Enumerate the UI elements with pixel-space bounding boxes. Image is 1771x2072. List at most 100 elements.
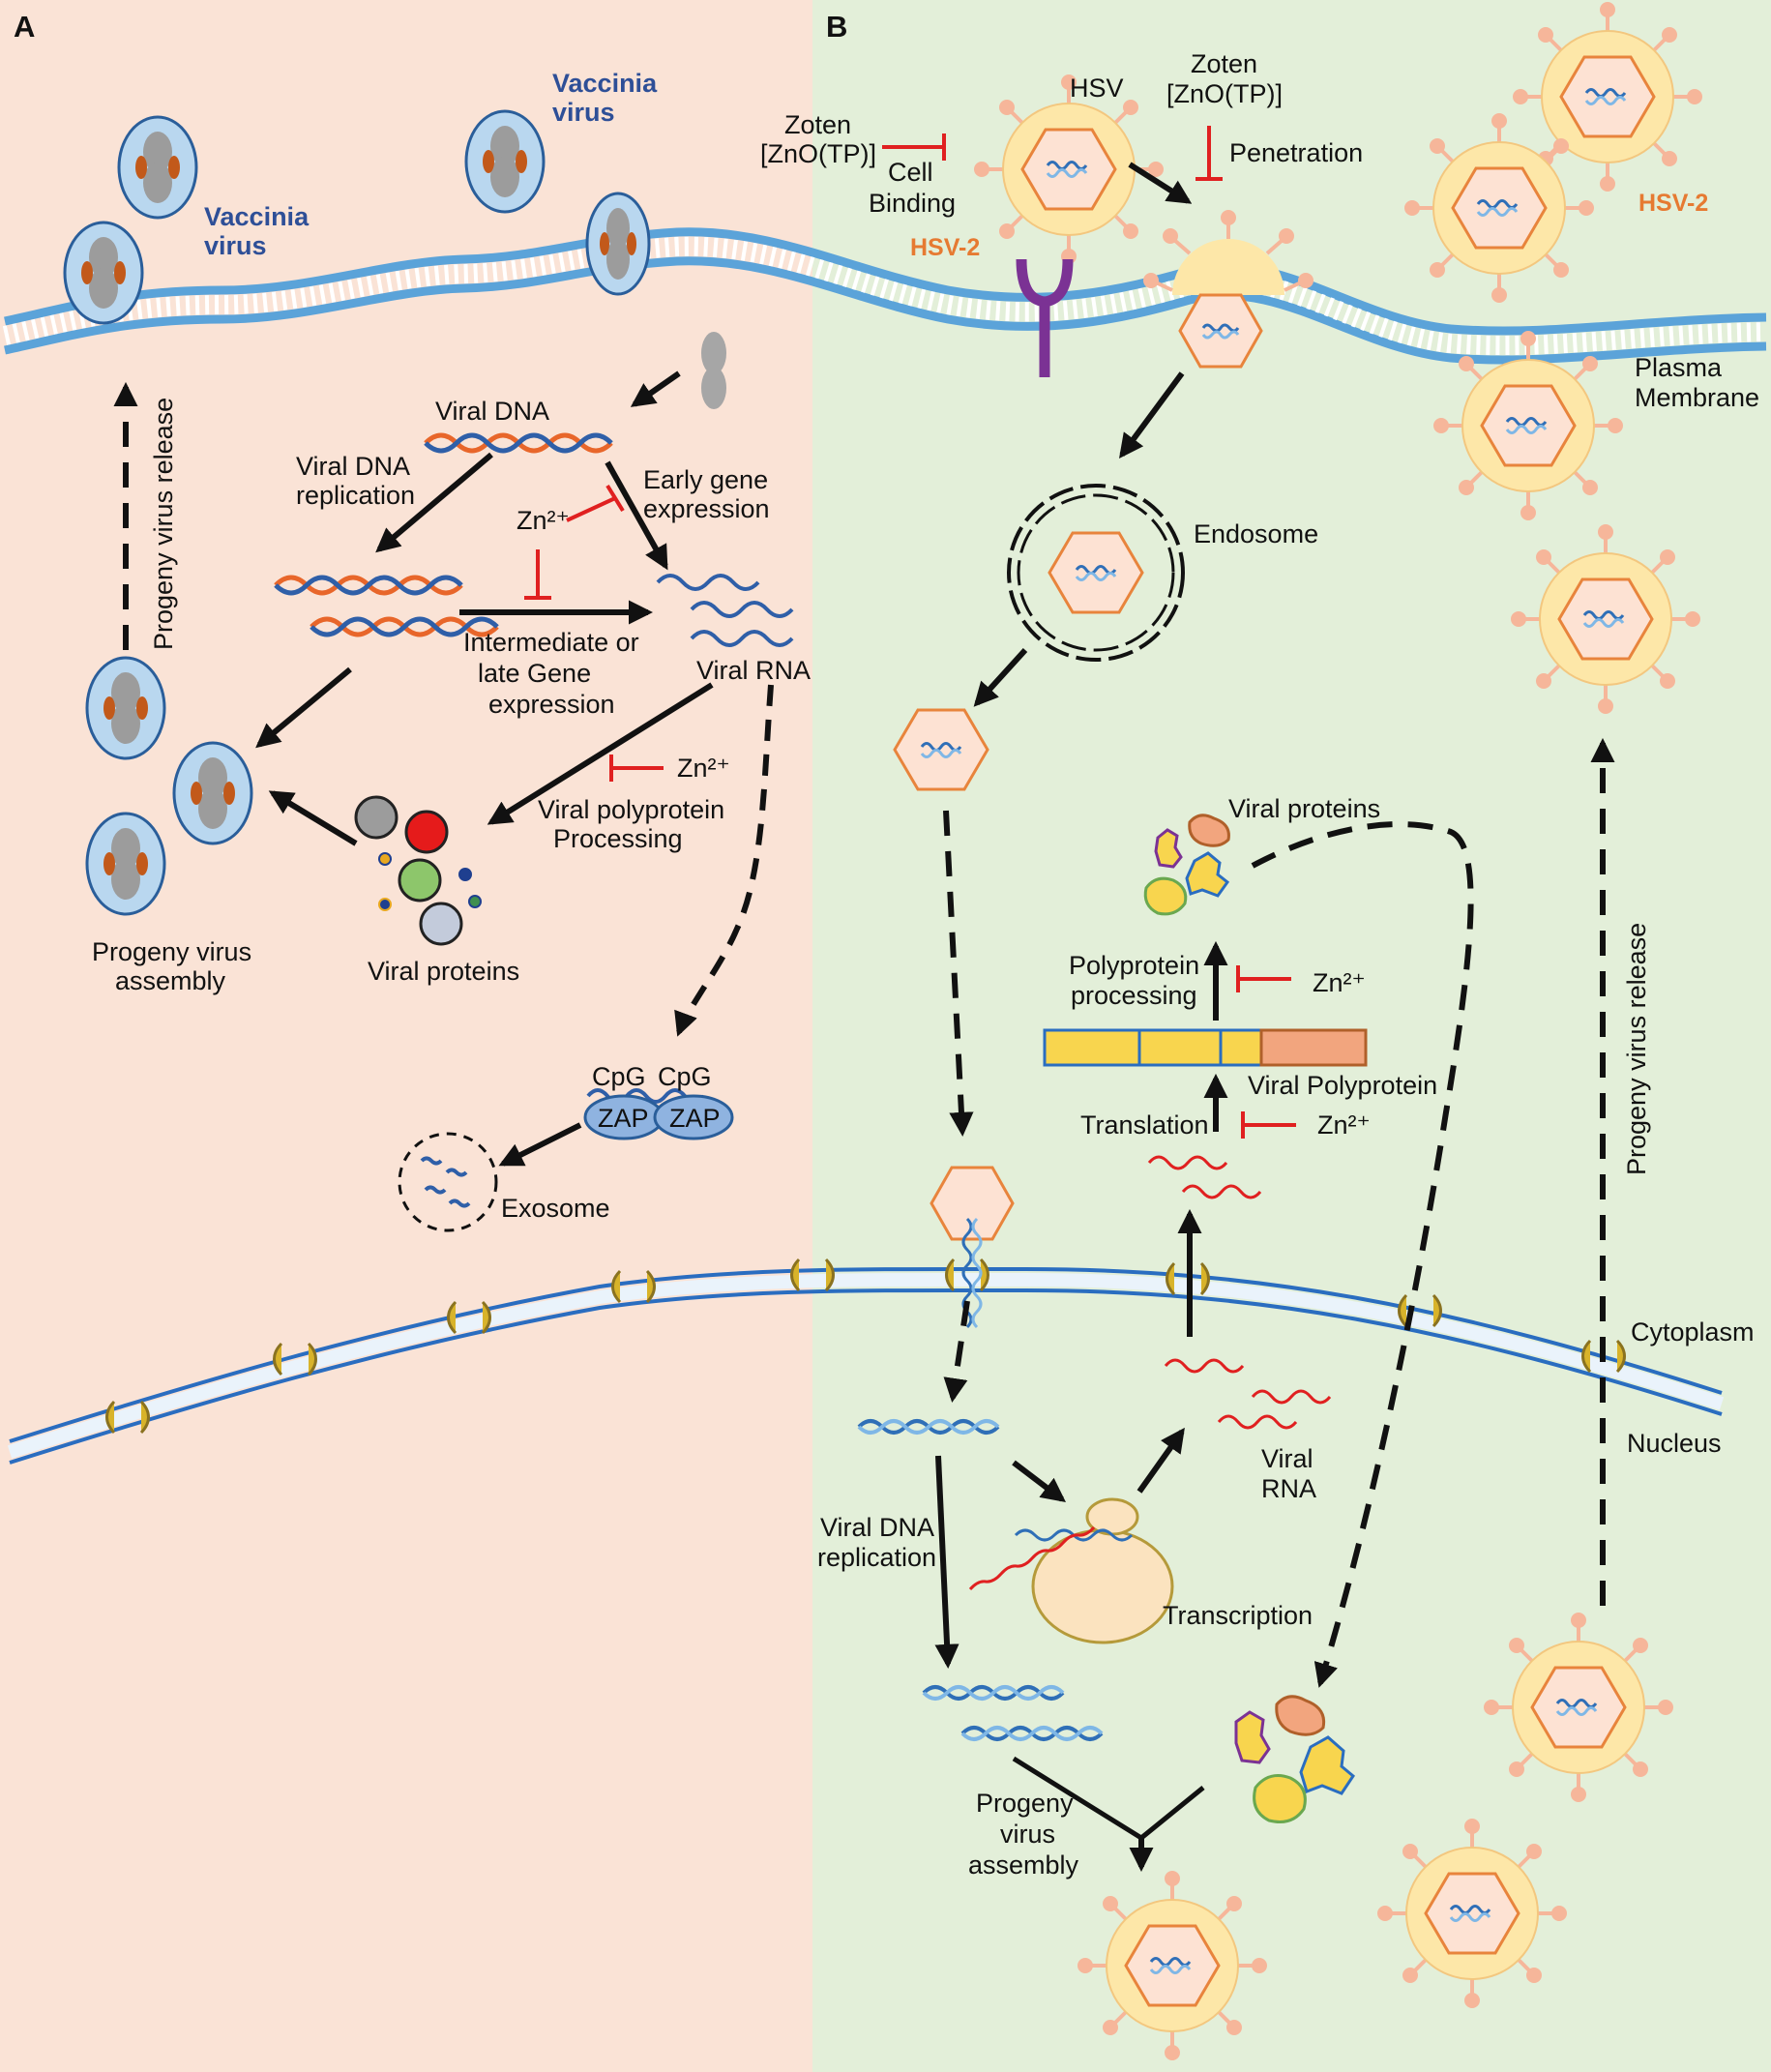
hsv-virion-icon bbox=[1377, 1819, 1567, 2008]
polyprotein-segment bbox=[1137, 1028, 1223, 1067]
capsid-icon bbox=[1048, 531, 1144, 614]
plasma-membrane bbox=[2, 227, 1767, 365]
viral-dna-replication-label-1: Viral DNA bbox=[296, 452, 410, 481]
hsv-virion-icon bbox=[1433, 331, 1623, 520]
cpg-label-2: CpG bbox=[658, 1062, 712, 1091]
viral-dna-replication-label-1: Viral DNA bbox=[820, 1513, 934, 1542]
viral-rna-strand bbox=[690, 601, 794, 618]
intermediate-label-1: Intermediate or bbox=[463, 628, 639, 657]
viral-protein-purple bbox=[1154, 828, 1183, 869]
ribosome-icon bbox=[1031, 1528, 1174, 1644]
arrow-hsv-to-membrane bbox=[1128, 162, 1193, 204]
hsv-virion-icon bbox=[1077, 1871, 1267, 2060]
panel-a-inhibitors bbox=[524, 484, 664, 782]
viral-rna-strand bbox=[1164, 1358, 1245, 1374]
arrow-transcription-to-rna bbox=[1136, 1427, 1185, 1494]
membrane-outer-leaflet bbox=[4, 227, 1767, 336]
viral-proteins-bottom bbox=[1234, 1695, 1355, 1823]
cpg-label-1: CpG bbox=[592, 1062, 646, 1091]
arrow-dna-to-assembly bbox=[255, 666, 352, 749]
panel-a-viral-rna bbox=[656, 574, 794, 647]
transcription-complex bbox=[968, 1497, 1174, 1644]
viral-dna-replication-label-2: replication bbox=[817, 1543, 936, 1572]
vaccinia-virion-icon bbox=[85, 812, 166, 916]
inhibition-bar-icon bbox=[882, 133, 946, 161]
progeny-assembly-label-2: assembly bbox=[115, 966, 226, 995]
translation-rna-strand bbox=[1181, 1184, 1262, 1199]
protein-small bbox=[468, 895, 482, 908]
arrow-rna-to-proteins bbox=[487, 682, 714, 825]
viral-rna-label-1: Viral bbox=[1261, 1444, 1313, 1473]
replicated-dna-helix-strand bbox=[960, 1726, 1104, 1741]
nuclear-pore-icon bbox=[611, 1269, 656, 1304]
viral-protein-blue bbox=[1185, 851, 1230, 898]
progeny-assembly-label-3: assembly bbox=[968, 1850, 1079, 1880]
capsid-icon bbox=[930, 1166, 1015, 1241]
arrow-dna-replication bbox=[934, 1455, 959, 1670]
inhibition-bar-icon bbox=[1241, 1111, 1296, 1139]
panel-a-arrows bbox=[113, 370, 774, 1167]
nuclear-pore-icon bbox=[1581, 1339, 1626, 1374]
zn-translation-label: Zn²⁺ bbox=[1317, 1110, 1371, 1140]
progeny-assembly-label-1: Progeny virus bbox=[92, 937, 251, 966]
inhibition-bar-icon bbox=[609, 755, 664, 782]
protein-small bbox=[378, 898, 392, 911]
nuclear-pore-icon bbox=[1398, 1293, 1442, 1328]
arrow-rna-to-zap bbox=[674, 684, 774, 1037]
arrow-early-gene bbox=[605, 460, 668, 571]
membrane-inner-leaflet bbox=[4, 256, 1767, 365]
progeny-assembly-label-2: virus bbox=[1000, 1820, 1055, 1849]
penetration-label: Penetration bbox=[1229, 138, 1363, 167]
hsv-label: HSV bbox=[1070, 74, 1124, 103]
arrow-proteins-to-assembly bbox=[268, 790, 358, 846]
intermediate-label-3: expression bbox=[488, 690, 615, 719]
arrow-capsid-to-pore bbox=[943, 810, 974, 1138]
inhibition-bar-icon bbox=[1195, 126, 1223, 181]
viral-rna-label-2: RNA bbox=[1261, 1474, 1316, 1503]
inhibition-bar-icon bbox=[524, 549, 551, 600]
nuclear-envelope-inner bbox=[9, 1288, 1723, 1465]
polyprotein-processing-label-2: processing bbox=[1071, 981, 1197, 1010]
arrow-proteins-to-assembly bbox=[1251, 821, 1474, 1688]
fusing-virion bbox=[1143, 210, 1313, 369]
hsv-virion-icon bbox=[974, 74, 1164, 264]
panel-b-letter: B bbox=[826, 10, 847, 44]
vaccinia-virions bbox=[63, 109, 651, 916]
panel-a-viral-proteins bbox=[354, 795, 482, 946]
viral-protein-blue bbox=[1299, 1735, 1355, 1795]
zap-complex bbox=[583, 1088, 734, 1140]
viral-dna-label: Viral DNA bbox=[435, 397, 549, 426]
panel-b-viral-rna bbox=[1147, 1155, 1332, 1430]
polyprotein-label-1: Viral polyprotein bbox=[538, 795, 724, 824]
nuclear-pore-icon bbox=[105, 1400, 150, 1435]
plasma-membrane-label-1: Plasma bbox=[1635, 353, 1723, 382]
arrow-membrane-to-endosome bbox=[1119, 371, 1185, 459]
protein-light bbox=[419, 902, 463, 946]
endosome-outer bbox=[1007, 484, 1185, 662]
nuclear-pore-icon bbox=[1166, 1261, 1210, 1296]
vaccinia-virion-icon bbox=[85, 656, 166, 760]
viral-rna-strand bbox=[656, 574, 760, 591]
endosome-label: Endosome bbox=[1194, 519, 1318, 548]
nuclear-envelope-lumen bbox=[7, 1272, 1725, 1459]
nuclear-envelope bbox=[7, 1266, 1725, 1465]
cell-binding-label-2: Binding bbox=[869, 189, 956, 218]
receptor-icon bbox=[1016, 258, 1074, 377]
arrow-dna-replication bbox=[375, 452, 493, 553]
vaccinia-virion-icon bbox=[585, 192, 651, 296]
injected-dna-strand bbox=[971, 1217, 983, 1329]
capsid-icon bbox=[1178, 293, 1263, 369]
progeny-release-label: Progeny virus release bbox=[149, 398, 178, 650]
progeny-assembly-label-1: Progeny bbox=[976, 1789, 1074, 1818]
zoten-penetration-label-1: Zoten bbox=[1191, 49, 1257, 78]
hsv2-right-label: HSV-2 bbox=[1638, 190, 1708, 217]
protein-small bbox=[378, 852, 392, 866]
viral-proteins-top bbox=[1143, 814, 1230, 916]
polyprotein-segment bbox=[1043, 1028, 1141, 1067]
nuclear-pores bbox=[105, 1258, 1626, 1435]
nuclear-pore-icon bbox=[273, 1342, 317, 1376]
viral-dna-helix-strand bbox=[857, 1419, 1000, 1435]
panel-b-labels: B Zoten [ZnO(TP)] Cell Binding HSV Zoten… bbox=[760, 10, 1759, 1880]
panel-a-dna-helices bbox=[274, 432, 613, 637]
